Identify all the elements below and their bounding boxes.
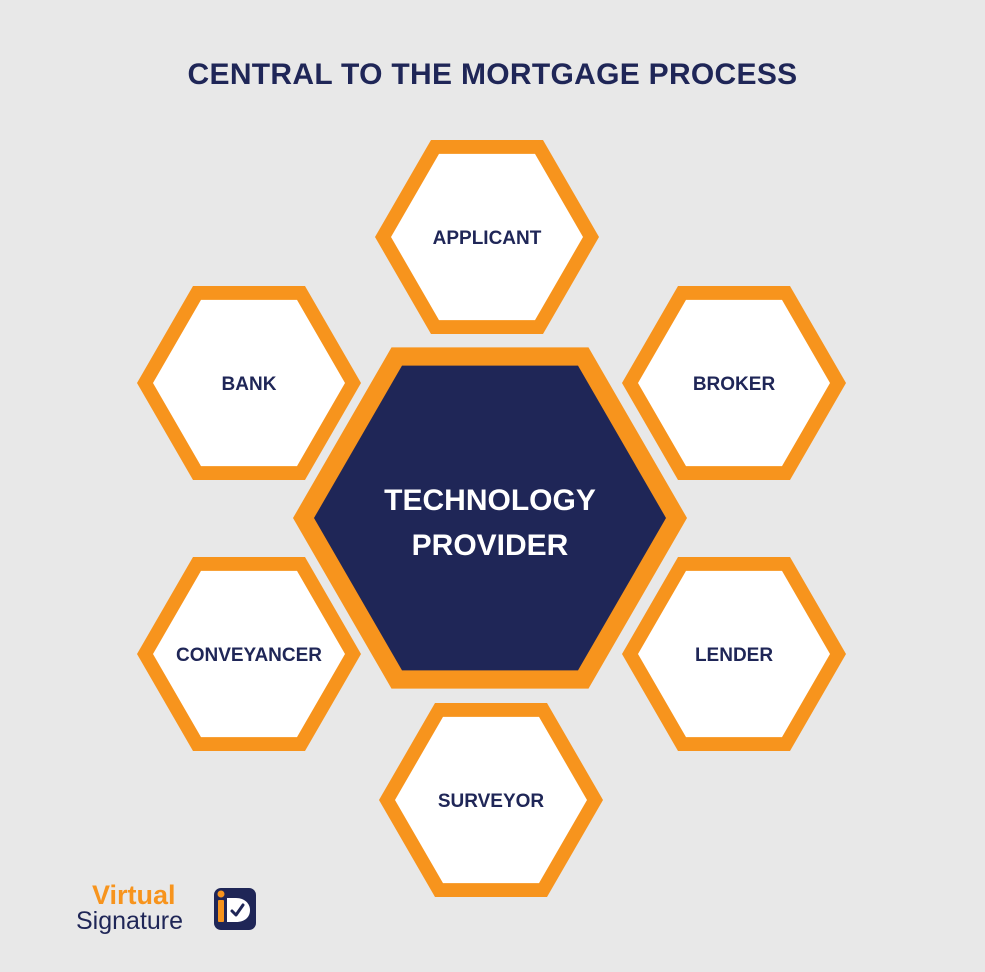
hex-node-surveyor: SURVEYOR	[379, 703, 603, 897]
hex-label-surveyor: SURVEYOR	[438, 791, 545, 812]
logo-id-icon	[214, 888, 256, 930]
hex-label-broker: BROKER	[693, 374, 776, 395]
center-label-line-2: PROVIDER	[412, 529, 569, 562]
hex-node-center: TECHNOLOGY PROVIDER	[293, 347, 687, 689]
hex-node-bank: BANK	[137, 286, 361, 480]
hex-fill-broker	[638, 299, 830, 467]
hex-node-applicant: APPLICANT	[375, 140, 599, 334]
center-label-line-1: TECHNOLOGY	[384, 484, 596, 517]
hex-fill-applicant	[391, 153, 583, 321]
hex-fill-conveyancer	[153, 570, 345, 738]
hex-fill-lender	[638, 570, 830, 738]
hex-label-conveyancer: CONVEYANCER	[176, 645, 322, 666]
hex-label-lender: LENDER	[695, 645, 773, 666]
hex-node-lender: LENDER	[622, 557, 846, 751]
diagram-title: CENTRAL TO THE MORTGAGE PROCESS	[187, 58, 798, 91]
virtual-signature-logo: Virtual Signature	[76, 880, 276, 940]
hex-label-bank: BANK	[222, 374, 277, 395]
hex-fill-surveyor	[395, 716, 587, 884]
hex-label-applicant: APPLICANT	[433, 228, 542, 249]
logo-word-signature: Signature	[76, 907, 184, 935]
hex-node-broker: BROKER	[622, 286, 846, 480]
hex-fill-center	[314, 365, 666, 671]
hex-fill-bank	[153, 299, 345, 467]
logo-word-virtual: Virtual	[92, 880, 176, 910]
hex-node-conveyancer: CONVEYANCER	[137, 557, 361, 751]
